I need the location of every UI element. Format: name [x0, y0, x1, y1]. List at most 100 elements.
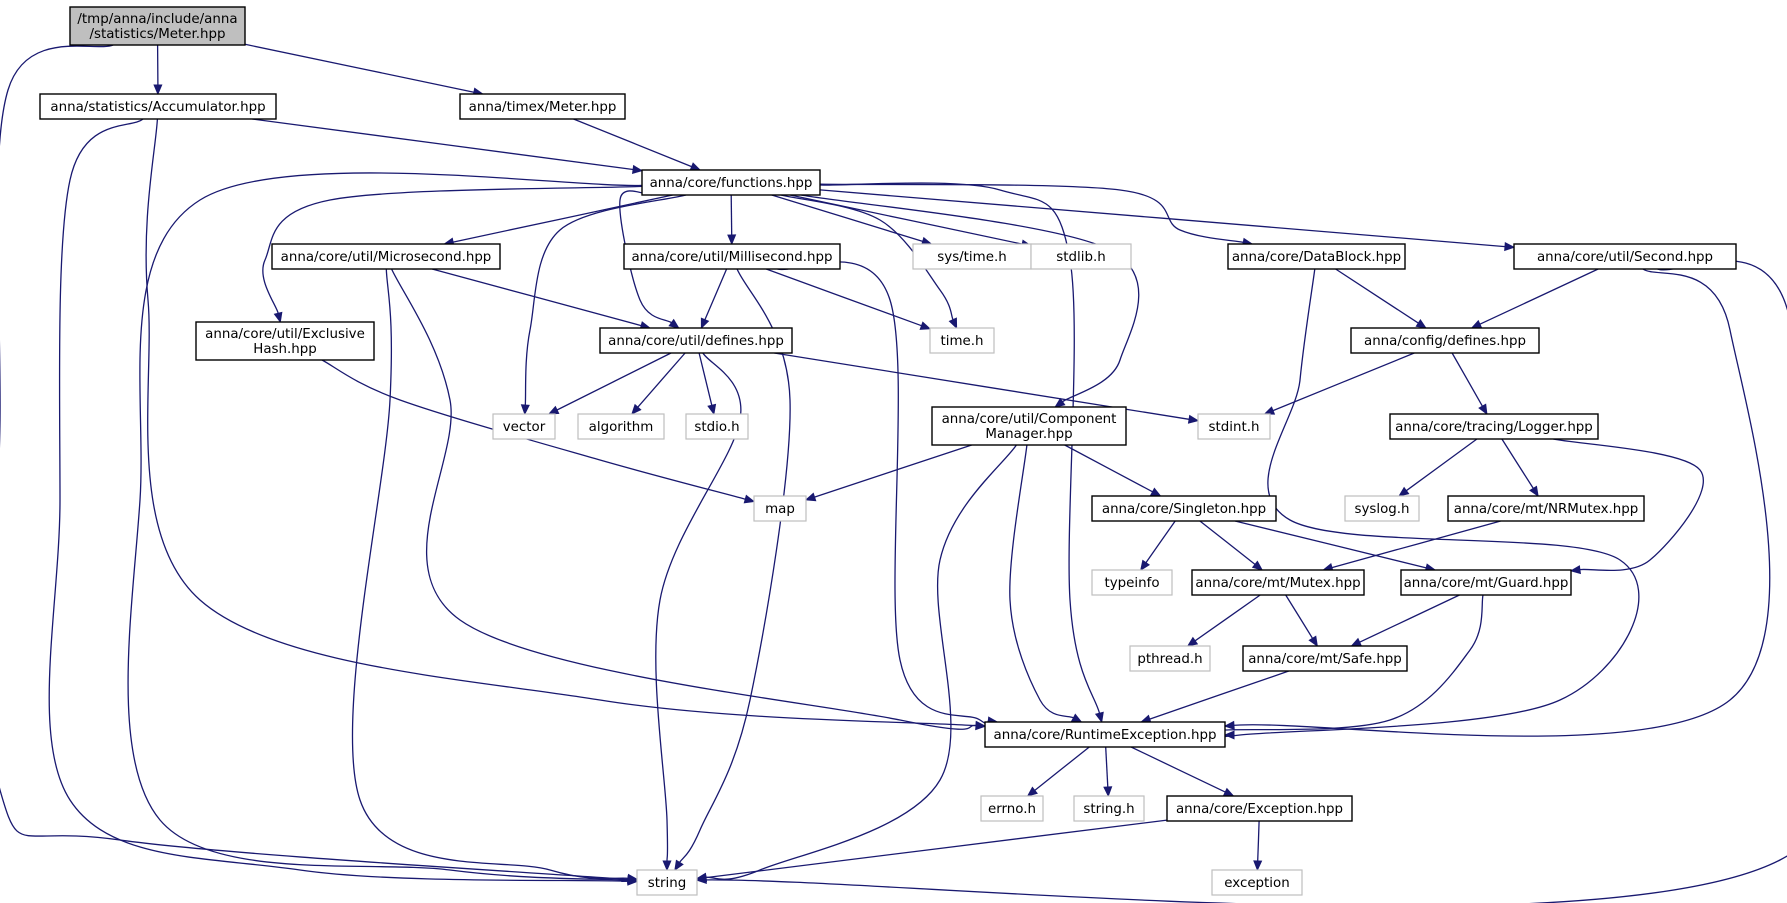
edge-exception_hpp-to-string	[695, 819, 1168, 883]
node-box	[929, 327, 995, 354]
node-time-h: time.h	[929, 327, 995, 354]
node-box	[1389, 413, 1599, 440]
arrowhead-icon	[1569, 565, 1581, 575]
node-logger[interactable]: anna/core/tracing/Logger.hpp	[1389, 413, 1599, 440]
node-label: anna/core/util/Second.hpp	[1537, 250, 1713, 265]
node-box	[69, 6, 246, 46]
node-label: syslog.h	[1354, 502, 1409, 517]
node-sys-time: sys/time.h	[912, 243, 1032, 270]
edge-runtime_exception-to-string_h	[1103, 746, 1113, 798]
node-label: exception	[1224, 876, 1289, 891]
arrowhead-icon	[700, 317, 710, 330]
node-safe[interactable]: anna/core/mt/Safe.hpp	[1242, 645, 1408, 672]
node-label: anna/core/util/defines.hpp	[608, 334, 784, 349]
edge-guard-to-safe	[1350, 594, 1460, 647]
node-box	[39, 93, 277, 120]
edge-logger-to-guard	[1553, 438, 1704, 575]
arrowhead-icon	[1470, 319, 1483, 329]
edges-layer	[0, 43, 1787, 903]
edge-line	[774, 352, 1190, 420]
node-microsecond[interactable]: anna/core/util/Microsecond.hpp	[271, 243, 501, 270]
edge-line	[1064, 444, 1153, 493]
node-accumulator[interactable]: anna/statistics/Accumulator.hpp	[39, 93, 277, 120]
node-box	[1073, 795, 1145, 822]
node-mutex[interactable]: anna/core/mt/Mutex.hpp	[1191, 569, 1365, 596]
edge-microsecond-to-string	[351, 268, 639, 883]
node-nrmutex[interactable]: anna/core/mt/NRMutex.hpp	[1447, 495, 1645, 522]
node-timex-meter[interactable]: anna/timex/Meter.hpp	[459, 93, 626, 120]
arrowhead-icon	[707, 403, 717, 416]
node-box	[1091, 569, 1173, 596]
edge-line	[0, 44, 629, 881]
node-box	[1242, 645, 1408, 672]
node-datablock[interactable]: anna/core/DataBlock.hpp	[1227, 243, 1406, 270]
node-string-h: string.h	[1073, 795, 1145, 822]
node-box	[1211, 869, 1303, 896]
edge-line	[698, 352, 713, 406]
node-typeinfo: typeinfo	[1091, 569, 1173, 596]
node-millisecond[interactable]: anna/core/util/Millisecond.hpp	[623, 243, 841, 270]
arrowhead-icon	[1529, 485, 1539, 498]
node-box	[984, 721, 1226, 748]
node-label: anna/core/util/Microsecond.hpp	[281, 250, 492, 265]
arrowhead-icon	[520, 404, 530, 416]
arrowhead-icon	[948, 317, 958, 330]
node-functions[interactable]: anna/core/functions.hpp	[641, 169, 821, 196]
edge-util_defines-to-vector	[547, 352, 672, 415]
arrowhead-icon	[1350, 637, 1362, 647]
arrowhead-icon	[1478, 403, 1488, 416]
edge-line	[1451, 352, 1483, 407]
arrowhead-icon	[668, 318, 680, 329]
edge-line	[655, 352, 742, 862]
edge-functions-to-second	[819, 189, 1516, 252]
node-algorithm: algorithm	[577, 413, 665, 440]
node-box	[271, 243, 501, 270]
node-second[interactable]: anna/core/util/Second.hpp	[1513, 243, 1737, 270]
edge-line	[637, 352, 686, 408]
arrowhead-icon	[1398, 486, 1410, 497]
edge-functions-to-sys_time	[771, 194, 933, 246]
edge-logger-to-nrmutex	[1501, 438, 1539, 498]
edge-line	[1194, 594, 1261, 642]
edge-line	[819, 182, 1101, 714]
edge-line	[244, 43, 475, 93]
edge-line	[1257, 820, 1260, 862]
node-runtime-exception[interactable]: anna/core/RuntimeException.hpp	[984, 721, 1226, 748]
node-label: anna/core/Exception.hpp	[1176, 802, 1343, 817]
node-box	[1400, 569, 1572, 596]
node-exception-hpp[interactable]: anna/core/Exception.hpp	[1166, 795, 1353, 822]
arrowhead-icon	[1187, 414, 1200, 424]
node-label: anna/core/tracing/Logger.hpp	[1395, 420, 1593, 435]
edge-line	[1479, 268, 1599, 325]
node-label: anna/config/defines.hpp	[1364, 334, 1526, 349]
edge-line	[556, 352, 672, 411]
arrowhead-icon	[1251, 560, 1264, 571]
edge-line	[524, 194, 687, 406]
node-util-defines[interactable]: anna/core/util/defines.hpp	[599, 327, 793, 354]
edge-functions-to-vector	[520, 194, 687, 416]
node-label: anna/statistics/Accumulator.hpp	[50, 100, 265, 115]
node-stdio: stdio.h	[685, 413, 749, 440]
node-label: map	[765, 502, 795, 517]
edge-microsecond-to-runtime_exception	[391, 268, 987, 730]
node-pthread: pthread.h	[1129, 645, 1211, 672]
node-label: anna/core/mt/Safe.hpp	[1248, 652, 1402, 667]
edge-util_defines-to-stdio	[698, 352, 717, 416]
node-box	[1447, 495, 1645, 522]
node-root: /tmp/anna/include/anna/statistics/Meter.…	[69, 6, 246, 46]
node-box	[1227, 243, 1406, 270]
node-config-defines[interactable]: anna/config/defines.hpp	[1350, 327, 1540, 354]
edge-line	[1285, 594, 1314, 639]
edge-runtime_exception-to-errno	[1026, 746, 1090, 797]
node-box	[1129, 645, 1211, 672]
edge-line	[262, 185, 643, 314]
edge-functions-to-runtime_exception	[819, 182, 1104, 724]
node-singleton[interactable]: anna/core/Singleton.hpp	[1091, 495, 1277, 522]
node-label: errno.h	[988, 802, 1036, 817]
edge-second-to-config_defines	[1470, 268, 1599, 329]
arrowhead-icon	[975, 720, 987, 730]
node-guard[interactable]: anna/core/mt/Guard.hpp	[1400, 569, 1572, 596]
